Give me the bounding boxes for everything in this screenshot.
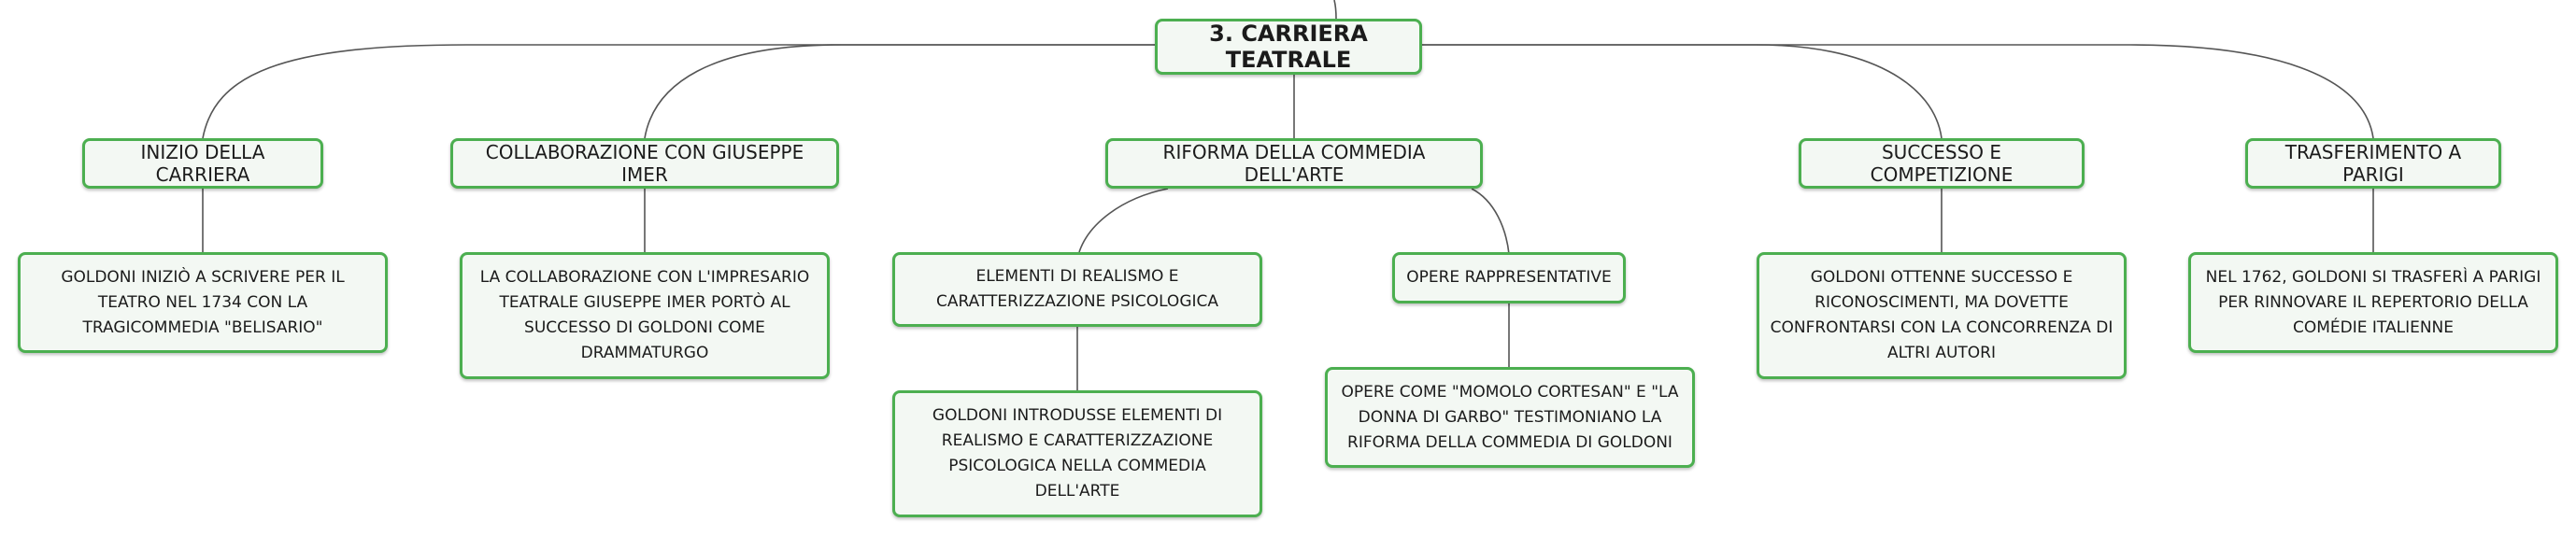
connector-root-trasferimento <box>1422 44 2374 139</box>
connector-root-successo <box>1422 44 1943 139</box>
detail-inizio[interactable]: GOLDONI INIZIÒ A SCRIVERE PER IL TEATRO … <box>18 252 388 353</box>
branch-trasferimento-a-parigi[interactable]: TRASFERIMENTO A PARIGI <box>2245 138 2501 189</box>
root-node[interactable]: 3. CARRIERA TEATRALE <box>1155 19 1422 75</box>
branch-collaborazione-con-giuseppe-imer[interactable]: COLLABORAZIONE CON GIUSEPPE IMER <box>450 138 839 189</box>
connector-riforma-opere <box>1471 188 1510 255</box>
detail-collaborazione[interactable]: LA COLLABORAZIONE CON L'IMPRESARIO TEATR… <box>460 252 830 379</box>
connector-root-collaborazione <box>644 44 1155 139</box>
connector-root-inizio <box>202 44 1155 139</box>
branch-successo-e-competizione[interactable]: SUCCESSO E COMPETIZIONE <box>1799 138 2085 189</box>
detail-elementi-di-realismo[interactable]: GOLDONI INTRODUSSE ELEMENTI DI REALISMO … <box>892 390 1262 517</box>
connector-riforma-elementi <box>1078 188 1169 253</box>
detail-successo[interactable]: GOLDONI OTTENNE SUCCESSO E RICONOSCIMENT… <box>1757 252 2127 379</box>
branch-riforma-della-commedia[interactable]: RIFORMA DELLA COMMEDIA DELL'ARTE <box>1105 138 1483 189</box>
connector-root-parent <box>1333 0 1337 20</box>
detail-opere-rappresentative[interactable]: OPERE COME "MOMOLO CORTESAN" E "LA DONNA… <box>1325 367 1695 468</box>
branch-inizio-della-carriera[interactable]: INIZIO DELLA CARRIERA <box>82 138 323 189</box>
detail-trasferimento[interactable]: NEL 1762, GOLDONI SI TRASFERÌ A PARIGI P… <box>2188 252 2558 353</box>
subtopic-opere-rappresentative[interactable]: OPERE RAPPRESENTATIVE <box>1392 252 1626 303</box>
subtopic-elementi-di-realismo[interactable]: ELEMENTI DI REALISMO E CARATTERIZZAZIONE… <box>892 252 1262 327</box>
